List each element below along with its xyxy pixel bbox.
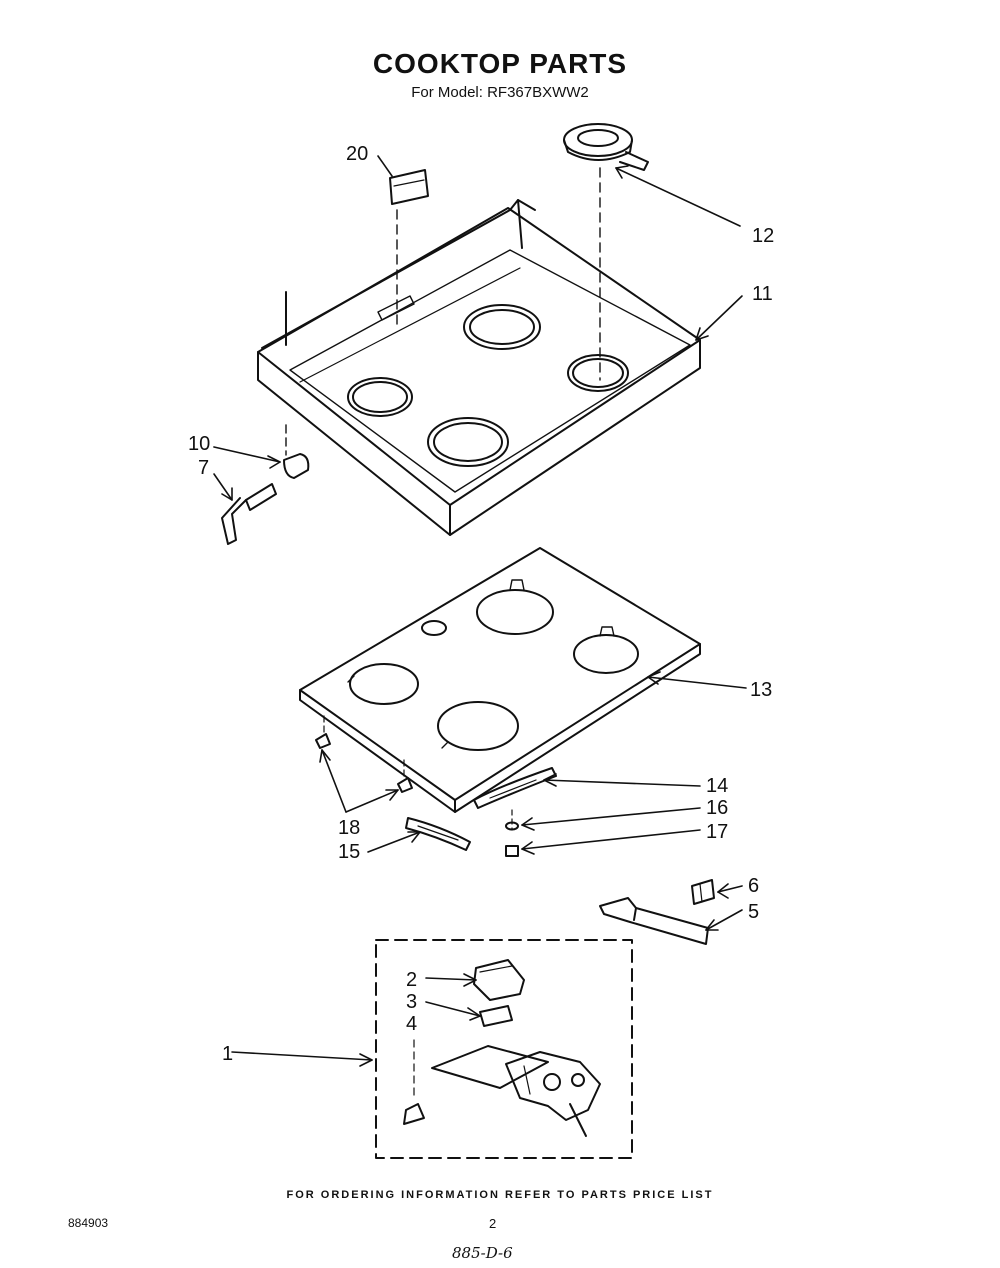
part-12-surface-element <box>563 123 649 381</box>
part-3-insulator <box>479 1005 513 1027</box>
model-subtitle: For Model: RF367BXWW2 <box>411 84 589 101</box>
part-6-clip <box>691 879 715 905</box>
part-14-bracket <box>473 767 557 831</box>
callout-3: 3 <box>406 991 417 1013</box>
burner-opening-front-small <box>347 377 413 417</box>
callout-15: 15 <box>338 841 360 863</box>
callout-5: 5 <box>748 901 759 923</box>
part-20-plate <box>389 169 429 331</box>
burner-opening-back-large <box>463 304 541 350</box>
callout-12: 12 <box>752 225 774 247</box>
page-title: COOKTOP PARTS <box>372 48 628 79</box>
part-13-cooktop-panel <box>299 547 701 813</box>
part-4-plate <box>403 1103 425 1125</box>
part-1-switch-assembly-box <box>375 939 633 1159</box>
part-16-washer <box>505 821 519 831</box>
page-number: 2 <box>489 1216 497 1231</box>
callout-7: 7 <box>198 457 209 479</box>
callout-13: 13 <box>750 679 772 701</box>
callout-4: 4 <box>406 1013 417 1035</box>
document-number: 884903 <box>68 1216 109 1230</box>
callout-10: 10 <box>188 433 210 455</box>
part-5-bracket <box>599 897 709 945</box>
callout-16: 16 <box>706 797 728 819</box>
callout-2: 2 <box>406 969 417 991</box>
part-7-lead-wire <box>221 483 277 545</box>
burner-opening-back-small <box>567 354 629 392</box>
handwritten-code: 885-D-6 <box>452 1244 513 1262</box>
part-17-nut <box>505 845 519 857</box>
ordering-note: FOR ORDERING INFORMATION REFER TO PARTS … <box>286 1189 714 1201</box>
cooktop-main-top <box>257 199 701 536</box>
callout-labels: 20 12 11 10 7 13 14 16 17 18 15 6 5 2 3 … <box>188 143 774 1065</box>
callout-14: 14 <box>706 775 728 797</box>
part-2-switch <box>473 959 525 1001</box>
burner-opening-front-large <box>427 417 509 467</box>
leader-lines <box>213 155 747 1067</box>
callout-11: 11 <box>752 283 773 305</box>
callout-17: 17 <box>706 821 728 843</box>
callout-20: 20 <box>346 143 368 165</box>
switch-base-plate <box>431 1045 549 1089</box>
callout-1: 1 <box>222 1043 233 1065</box>
part-18-clips <box>315 715 413 793</box>
callout-18: 18 <box>338 817 360 839</box>
part-10-terminal-block <box>283 424 310 479</box>
callout-6: 6 <box>748 875 759 897</box>
